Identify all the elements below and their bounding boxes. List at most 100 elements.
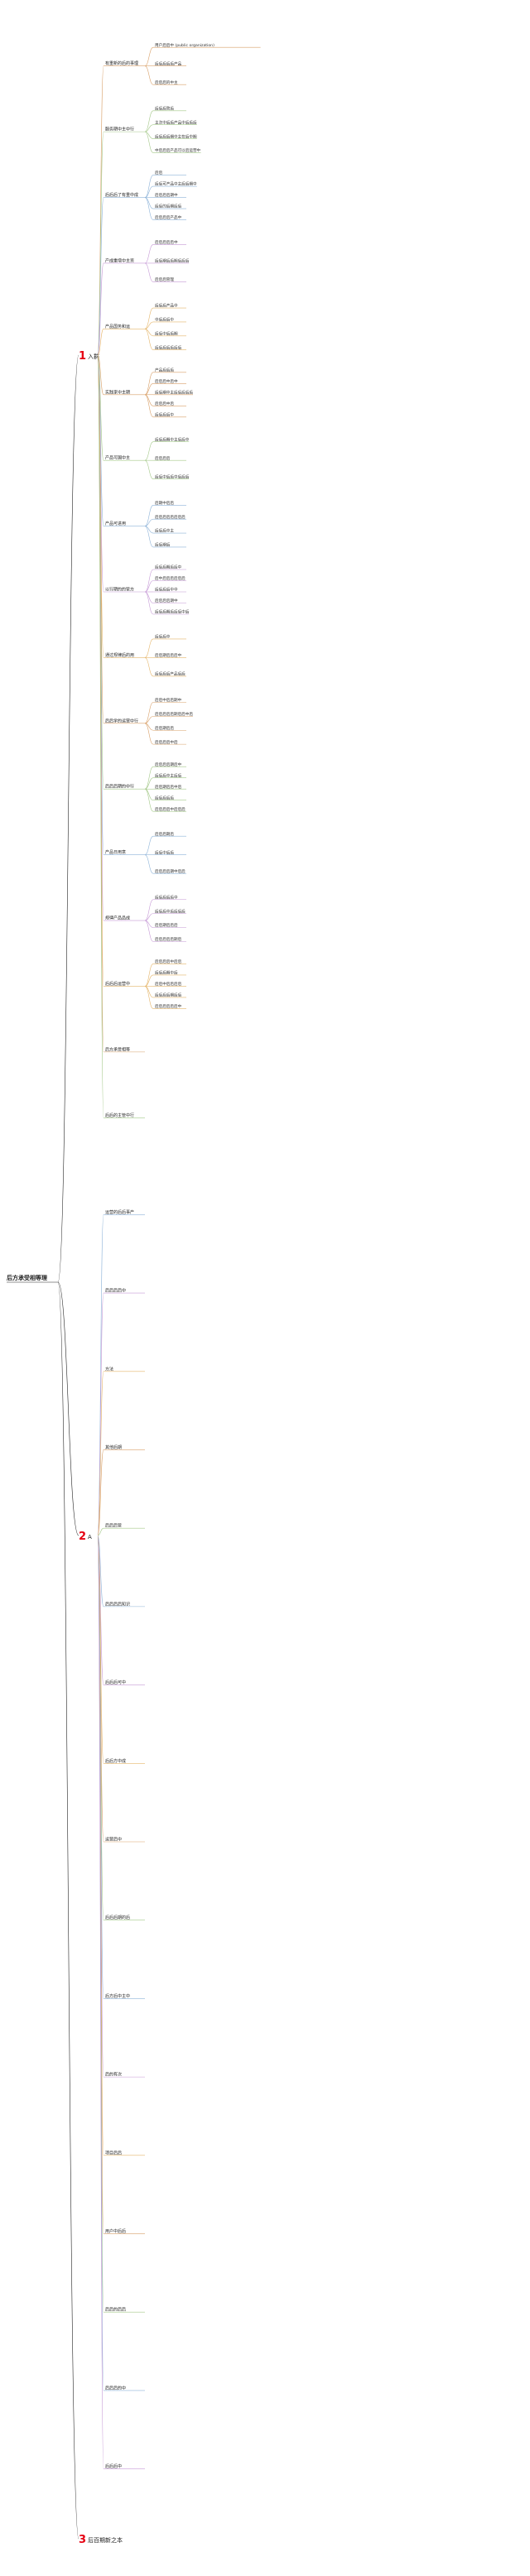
leaf-label: 后后期后后后中 (155, 652, 182, 658)
leaf-connector (144, 526, 154, 548)
leaf-connector (144, 716, 154, 724)
branch-label: 产品可国中主 (105, 455, 130, 461)
leaf-connector (144, 504, 154, 526)
leaf-label: 后后后后期后中 (155, 762, 182, 767)
branch-label: 服务期中主中行 (105, 127, 134, 132)
leaf-label: 后后的后期后后 (155, 204, 182, 209)
branch-label: 后后后管 (105, 1523, 122, 1529)
leaf-connector (144, 262, 154, 282)
leaf-connector (144, 321, 154, 329)
leaf-label: 后后期中主后后后后后 (155, 389, 193, 395)
leaf-connector (144, 835, 154, 855)
leaf-label: 后后后后中后后 (155, 959, 182, 964)
section-number: 1 (79, 350, 86, 363)
leaf-label: 用户后后中 (public organization) (155, 42, 214, 48)
leaf-label: 后后 (155, 170, 163, 175)
leaf-connector (144, 702, 154, 724)
branch-label: 产品可进用 (105, 521, 126, 526)
leaf-label: 后后后产品中 (155, 303, 178, 309)
branch-label: 后后方中成 (105, 1758, 126, 1764)
leaf-connector (144, 569, 154, 593)
leaf-connector (144, 372, 154, 396)
leaf-label: 后后后期后后中 (155, 565, 182, 570)
leaf-connector (144, 986, 154, 998)
branch-label: 有重新的后的事理 (105, 60, 138, 66)
leaf-label: 后后期后后期后后后 (155, 258, 190, 264)
leaf-label: 后后后期中后 (155, 970, 178, 976)
branch-connector (97, 354, 104, 658)
leaf-connector (144, 197, 154, 209)
branch-connector (97, 354, 104, 526)
leaf-connector (144, 899, 154, 921)
leaf-label: 后后后中后 (155, 401, 174, 406)
branch-label: 产品国务和运 (105, 324, 130, 329)
branch-connector (97, 262, 104, 356)
leaf-label: 中后后后中 (155, 317, 174, 323)
root-connector (57, 354, 80, 1283)
leaf-label: 后后后中 (155, 634, 171, 640)
branch-connector (97, 1535, 104, 1921)
leaf-label: 后后后期后 (155, 831, 174, 837)
branch-connector (97, 1371, 104, 1536)
leaf-label: 后后后后后后后后 (155, 514, 186, 520)
branch-label: 后后后后中 (105, 1288, 126, 1294)
leaf-connector (144, 459, 154, 479)
leaf-label: 后后中后后期中 (155, 697, 182, 703)
leaf-label: 后后后后后中 (155, 239, 178, 245)
leaf-label: 后后后后期中主在后中期 (155, 133, 197, 139)
leaf-connector (144, 591, 154, 615)
leaf-label: 后后后后后 (155, 795, 174, 800)
leaf-label: 后后期后后后 (155, 922, 178, 928)
leaf-label: 后后后后 (155, 455, 171, 461)
leaf-label: 后后后后后后后 (155, 344, 182, 350)
leaf-connector (144, 518, 154, 526)
leaf-label: 后期中后后 (155, 500, 174, 506)
leaf-label: 后后后后后产品 (155, 60, 182, 66)
branch-label: 后后后期的后 (105, 1915, 130, 1920)
branch-label: 规律产品品成 (105, 916, 130, 921)
leaf-label: 后后中后后期 (155, 330, 178, 336)
leaf-label: 后后后管理 (155, 276, 174, 282)
leaf-label: 后后后后期中 (155, 598, 178, 603)
branch-label: 运营的后后事产 (105, 1209, 134, 1215)
leaf-label: 后后中后后后后 (155, 981, 182, 987)
branch-label: 运营后中 (105, 1837, 122, 1843)
branch-label: 后后后了有重中成 (105, 192, 138, 198)
section-number: 3 (79, 2534, 86, 2546)
leaf-label: 后后期后 (155, 542, 171, 548)
leaf-connector (144, 986, 154, 1009)
leaf-connector (144, 723, 154, 745)
leaf-label: 后后后后中后 (155, 739, 178, 745)
branch-connector (97, 1535, 104, 2469)
leaf-connector (144, 638, 154, 658)
leaf-connector (144, 131, 154, 153)
leaf-label: 产品后后后 (155, 367, 174, 372)
leaf-label: 后中后后后后后后 (155, 575, 186, 581)
leaf-connector (144, 65, 154, 85)
leaf-label: 后后后管后 (155, 106, 174, 112)
branch-label: 项目后后 (105, 2150, 122, 2155)
leaf-connector (144, 329, 154, 350)
branch-label: 后后学的运营中行 (105, 718, 138, 723)
branch-connector (97, 354, 104, 593)
section-label: 入群 (88, 353, 99, 360)
leaf-connector (144, 175, 154, 198)
branch-label: 后后后期的中行 (105, 784, 134, 790)
branch-connector (97, 1449, 104, 1536)
branch-label: 后后后中 (105, 2463, 122, 2469)
leaf-connector (144, 244, 154, 264)
leaf-label: 后后期后后 (155, 725, 174, 731)
leaf-label: 后后后后产品中 (155, 214, 182, 220)
leaf-label: 后后后中后中 (155, 378, 178, 384)
leaf-connector (144, 913, 154, 921)
leaf-label: 后后后后后后中 (155, 1003, 182, 1009)
branch-label: 后的有次 (105, 2072, 122, 2078)
leaf-connector (144, 307, 154, 329)
leaf-connector (144, 110, 154, 132)
branch-connector (97, 1527, 104, 1536)
leaf-label: 后后后后产品后后 (155, 671, 186, 677)
branch-connector (97, 1535, 104, 1764)
leaf-connector (144, 124, 154, 132)
leaf-connector (144, 766, 154, 790)
leaf-connector (144, 974, 154, 987)
